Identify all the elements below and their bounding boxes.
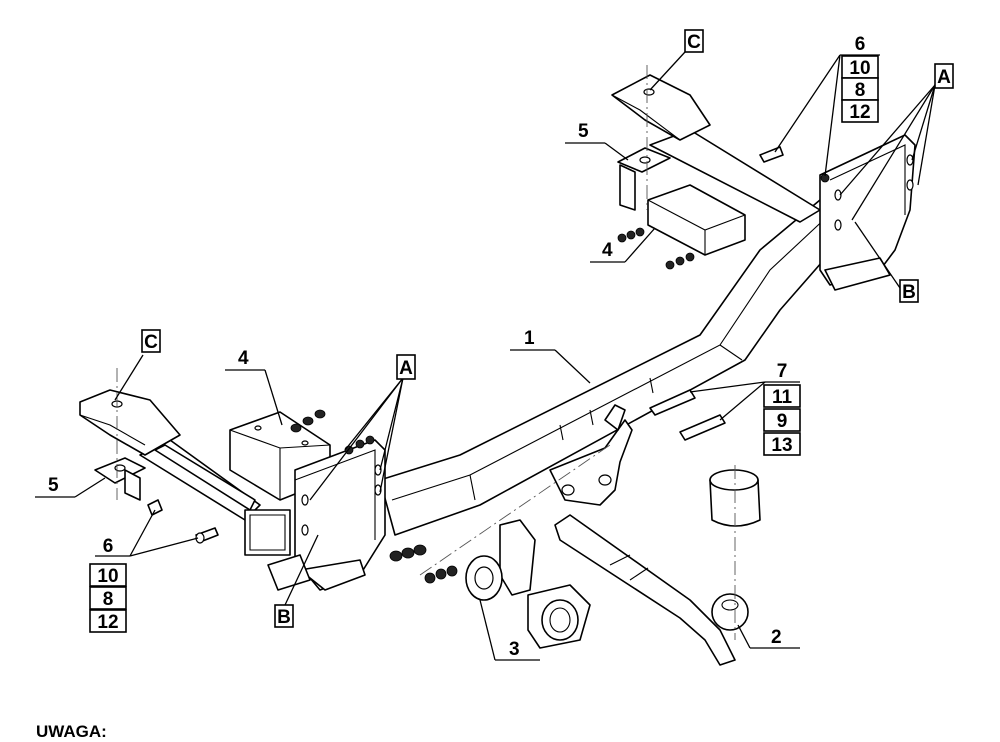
stack-right-2: 8 [855, 80, 866, 101]
right-bolt [759, 146, 784, 163]
left-nuts [290, 409, 375, 455]
left-side-arm [79, 389, 386, 591]
hitch-mount [549, 389, 726, 506]
tow-ball [711, 593, 749, 631]
callout-4-left: 4 [238, 348, 249, 369]
label-a-right: A [937, 67, 951, 88]
label-a-left: A [399, 358, 413, 379]
callout-5-left: 5 [48, 475, 59, 496]
stack-mid-2: 9 [777, 411, 788, 432]
note-label: UWAGA: [36, 722, 107, 741]
callout-4-right: 4 [602, 240, 613, 261]
stack-left-0: 6 [103, 536, 114, 557]
letter-callouts: C C A A B B [141, 29, 954, 628]
label-b-right: B [902, 282, 916, 303]
callout-2: 2 [771, 627, 782, 648]
mid-bolt-lower [679, 414, 726, 441]
stack-left: 6 10 8 12 [89, 536, 127, 633]
mid-bolt-upper [649, 389, 696, 416]
callout-1: 1 [524, 328, 535, 349]
left-top-plate [79, 389, 181, 456]
tow-ball-neck [554, 514, 736, 666]
stack-right-3: 12 [849, 102, 870, 123]
right-nuts [617, 173, 830, 270]
stack-right-1: 10 [849, 58, 870, 79]
stack-left-2: 8 [103, 589, 114, 610]
stack-mid-0: 7 [777, 361, 788, 382]
right-end-bracket [819, 134, 916, 286]
right-flat-bracket-4 [647, 184, 746, 256]
callout-5-right: 5 [578, 121, 589, 142]
socket-plate-3 [389, 519, 591, 649]
stack-right: 6 10 8 12 [841, 34, 879, 123]
leader-lines [35, 51, 936, 661]
label-c-right: C [687, 32, 701, 53]
stack-right-0: 6 [855, 34, 866, 55]
stack-mid: 7 11 9 13 [763, 361, 801, 456]
stack-mid-1: 11 [772, 387, 793, 408]
callout-3: 3 [509, 639, 520, 660]
stack-left-1: 10 [97, 566, 118, 587]
right-side-arm [611, 74, 916, 291]
center-lines [116, 65, 736, 640]
stack-left-3: 12 [97, 612, 118, 633]
stack-mid-3: 13 [771, 435, 792, 456]
label-c-left: C [144, 332, 158, 353]
part-callouts: 1 2 3 4 4 5 5 [48, 121, 782, 660]
label-b-left: B [277, 607, 291, 628]
left-bolt-upper [147, 499, 163, 516]
